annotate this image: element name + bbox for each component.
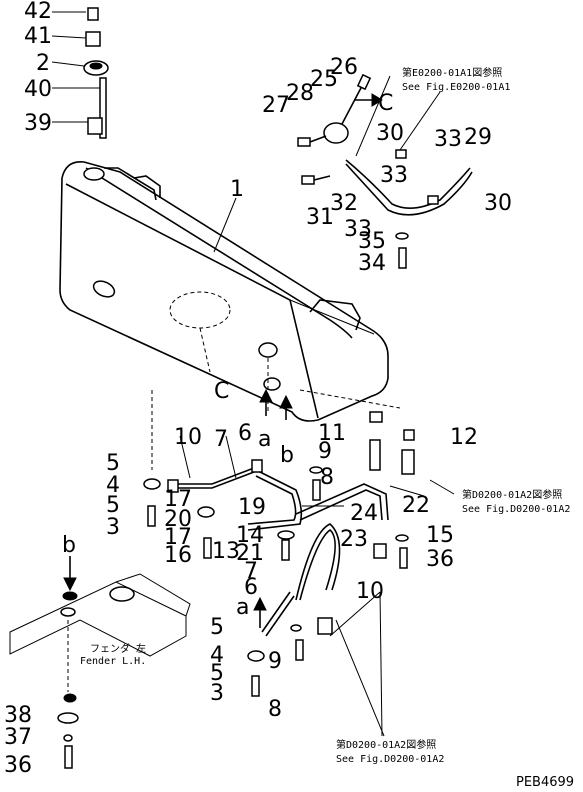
cap-assembly <box>51 7 109 139</box>
callout-9-a: 9 <box>318 439 332 464</box>
letter-b-lower: b <box>62 533 76 558</box>
fuel-tank <box>59 161 401 470</box>
callout-35: 35 <box>358 229 386 254</box>
callout-10-a: 10 <box>174 425 202 450</box>
sender-assembly <box>297 73 473 269</box>
callout-32: 32 <box>330 191 358 216</box>
callout-4-a: 4 <box>106 473 120 498</box>
callout-33-a: 33 <box>344 217 372 242</box>
callout-1: 1 <box>230 177 244 202</box>
callout-30-a: 30 <box>376 121 404 146</box>
ref-e0200-en: See Fig.E0200-01A1 <box>402 82 510 93</box>
ref-d0200-right-en: See Fig.D0200-01A2 <box>462 504 570 515</box>
callout-30-b: 30 <box>484 191 512 216</box>
fender-label-en: Fender L.H. <box>80 656 146 667</box>
callout-19: 24 <box>350 501 378 526</box>
callout-10-b: 10 <box>356 579 384 604</box>
callout-5-b: 5 <box>106 493 120 518</box>
callout-11: 11 <box>318 421 346 446</box>
callout-22: 22 <box>402 493 430 518</box>
fender-bracket <box>9 573 191 769</box>
callout-7-a: 7 <box>214 427 228 452</box>
callout-6-a: 6 <box>238 421 252 446</box>
callout-28: 28 <box>286 81 314 106</box>
callout-6-b: 6 <box>244 575 258 600</box>
callout-8-b: 8 <box>268 697 282 722</box>
callout-14: 21 <box>236 541 264 566</box>
figure-code: PEB4699 <box>516 775 574 790</box>
letter-b-upper: b <box>280 443 294 468</box>
callout-20: 13 <box>212 539 240 564</box>
callout-27: 27 <box>262 93 290 118</box>
callout-17: 20 <box>164 507 192 532</box>
callout-5-d: 5 <box>210 661 224 686</box>
callout-24: 15 <box>426 523 454 548</box>
callout-5-a: 5 <box>106 451 120 476</box>
callout-37: 37 <box>4 725 32 750</box>
callout-25: 25 <box>310 67 338 92</box>
reference-notes: 第E0200-01A1図参照 See Fig.E0200-01A1 第D0200… <box>80 66 574 790</box>
ref-e0200-jp: 第E0200-01A1図参照 <box>402 66 502 79</box>
ref-d0200-bottom-jp: 第D0200-01A2図参照 <box>336 738 436 751</box>
ref-d0200-right-jp: 第D0200-01A2図参照 <box>462 488 562 501</box>
letter-c-lower: C <box>214 379 229 404</box>
callout-labels: 42 41 2 40 39 27 28 25 26 30 31 32 33 33… <box>4 0 512 778</box>
callout-26: 26 <box>330 55 358 80</box>
callout-34: 34 <box>358 251 386 276</box>
fender-label-jp: フェンダ 左 <box>90 642 146 655</box>
letter-c-upper: C <box>378 91 393 116</box>
callout-4-b: 4 <box>210 643 224 668</box>
callout-29: 29 <box>464 125 492 150</box>
callout-7-b: 7 <box>244 559 258 584</box>
callout-13: 19 <box>238 495 266 520</box>
direction-arrows <box>63 93 383 628</box>
letter-a-lower: a <box>236 595 249 620</box>
callout-3-b: 3 <box>210 681 224 706</box>
callout-2: 2 <box>36 51 50 76</box>
callout-38: 38 <box>4 703 32 728</box>
callout-33-c: 33 <box>434 127 462 152</box>
callout-42: 42 <box>24 0 52 24</box>
callout-40: 40 <box>24 77 52 102</box>
callout-31: 31 <box>306 205 334 230</box>
fuel-lines <box>143 411 455 737</box>
callout-21: 23 <box>340 527 368 552</box>
callout-18-b: 17 <box>164 525 192 550</box>
callout-8-a: 8 <box>320 465 334 490</box>
callout-41: 41 <box>24 24 52 49</box>
callout-9-b: 9 <box>268 649 282 674</box>
callout-5-c: 5 <box>210 615 224 640</box>
ref-d0200-bottom-en: See Fig.D0200-01A2 <box>336 754 444 765</box>
callout-3-a: 3 <box>106 515 120 540</box>
callout-18-a: 17 <box>164 487 192 512</box>
callout-36: 36 <box>4 753 32 778</box>
callout-39: 39 <box>24 111 52 136</box>
callout-33-b: 33 <box>380 163 408 188</box>
callout-23: 36 <box>426 547 454 572</box>
callout-12: 12 <box>450 425 478 450</box>
callout-15: 14 <box>236 523 264 548</box>
letter-a-upper: a <box>258 427 271 452</box>
callout-16: 16 <box>164 543 192 568</box>
